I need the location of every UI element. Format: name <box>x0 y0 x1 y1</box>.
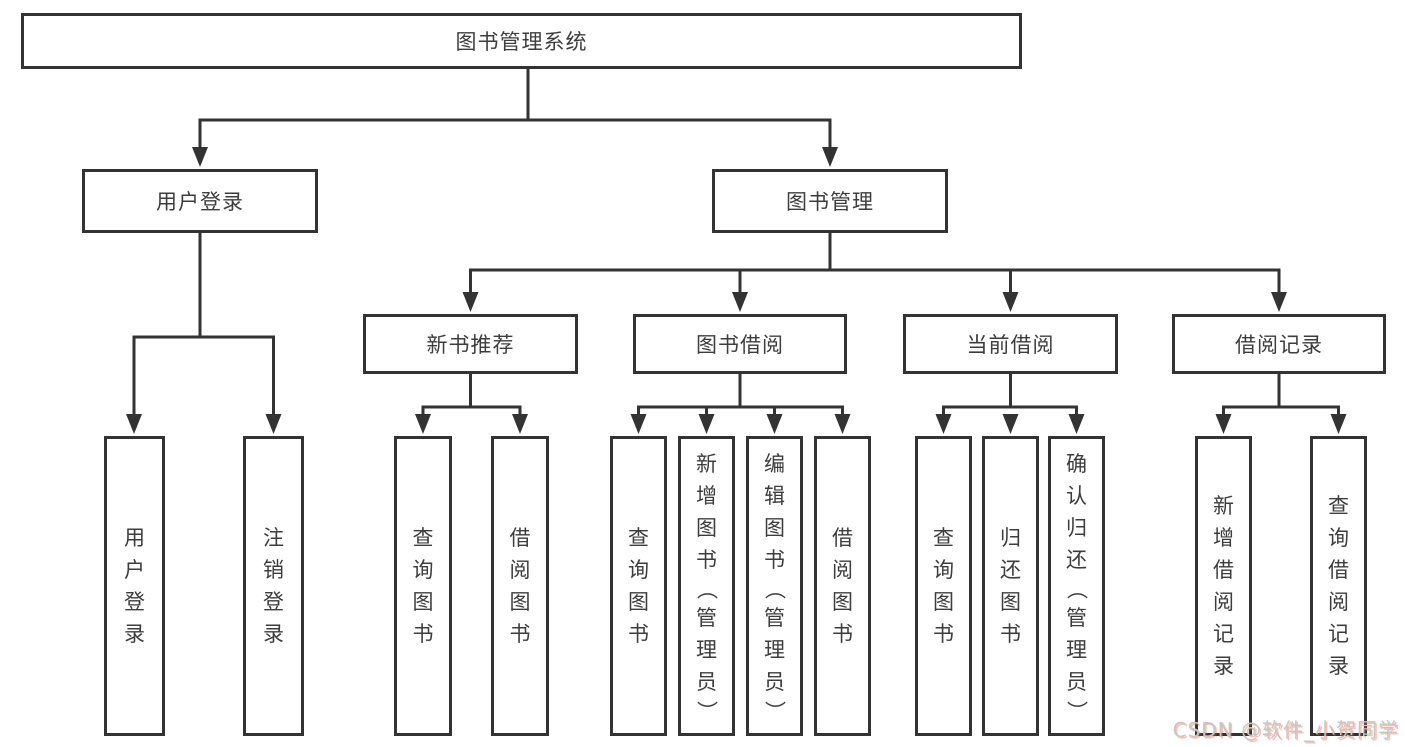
node-current-borrowing: 当前借阅 <box>903 314 1118 374</box>
node-book-management-system: 图书管理系统 <box>21 13 1022 69</box>
node-label: 图书借阅 <box>696 333 784 357</box>
node-label: 借阅图书 <box>832 526 853 646</box>
node-label: 借阅记录 <box>1235 333 1323 357</box>
node-label: 当前借阅 <box>966 333 1055 357</box>
node-leaf-query-books-bb: 查询图书 <box>610 436 667 736</box>
node-label: 图书管理系统 <box>455 30 588 54</box>
node-leaf-add-books-admin: 新增图书（管理员） <box>678 436 735 736</box>
node-label: 查询图书 <box>412 526 434 646</box>
node-user-login: 用户登录 <box>82 169 318 233</box>
watermark: CSDN @软件_小贺同学 <box>1172 718 1399 742</box>
node-leaf-borrow-books-rec: 借阅图书 <box>491 436 549 736</box>
node-label: 查询图书 <box>628 526 649 646</box>
node-label: 新增图书（管理员） <box>694 452 719 722</box>
node-leaf-query-borrow-record: 查询借阅记录 <box>1310 436 1367 736</box>
node-book-management: 图书管理 <box>712 169 948 233</box>
node-label: 归还图书 <box>1000 526 1021 646</box>
node-leaf-borrow-books-bb: 借阅图书 <box>814 436 871 736</box>
node-label: 注销登录 <box>263 526 284 646</box>
node-label: 查询借阅记录 <box>1328 494 1349 678</box>
node-leaf-user-login: 用户登录 <box>104 436 165 736</box>
node-book-borrowing: 图书借阅 <box>633 314 847 374</box>
node-new-book-recommendation: 新书推荐 <box>363 314 578 374</box>
node-leaf-add-borrow-record: 新增借阅记录 <box>1195 436 1252 736</box>
node-label: 新增借阅记录 <box>1213 494 1234 678</box>
node-label: 新书推荐 <box>426 333 515 357</box>
node-leaf-edit-books-admin: 编辑图书（管理员） <box>746 436 803 736</box>
node-label: 查询图书 <box>933 526 954 646</box>
node-leaf-query-books-rec: 查询图书 <box>394 436 452 736</box>
node-label: 编辑图书（管理员） <box>762 452 787 722</box>
node-leaf-return-books: 归还图书 <box>982 436 1039 736</box>
node-label: 用户登录 <box>124 526 145 646</box>
node-borrowing-records: 借阅记录 <box>1172 314 1386 374</box>
node-label: 借阅图书 <box>509 526 531 646</box>
node-leaf-query-books-cb: 查询图书 <box>915 436 972 736</box>
node-label: 图书管理 <box>786 190 874 214</box>
node-leaf-logout: 注销登录 <box>243 436 304 736</box>
node-leaf-confirm-return-admin: 确认归还（管理员） <box>1048 436 1105 736</box>
node-label: 用户登录 <box>156 190 244 214</box>
node-label: 确认归还（管理员） <box>1064 452 1089 722</box>
